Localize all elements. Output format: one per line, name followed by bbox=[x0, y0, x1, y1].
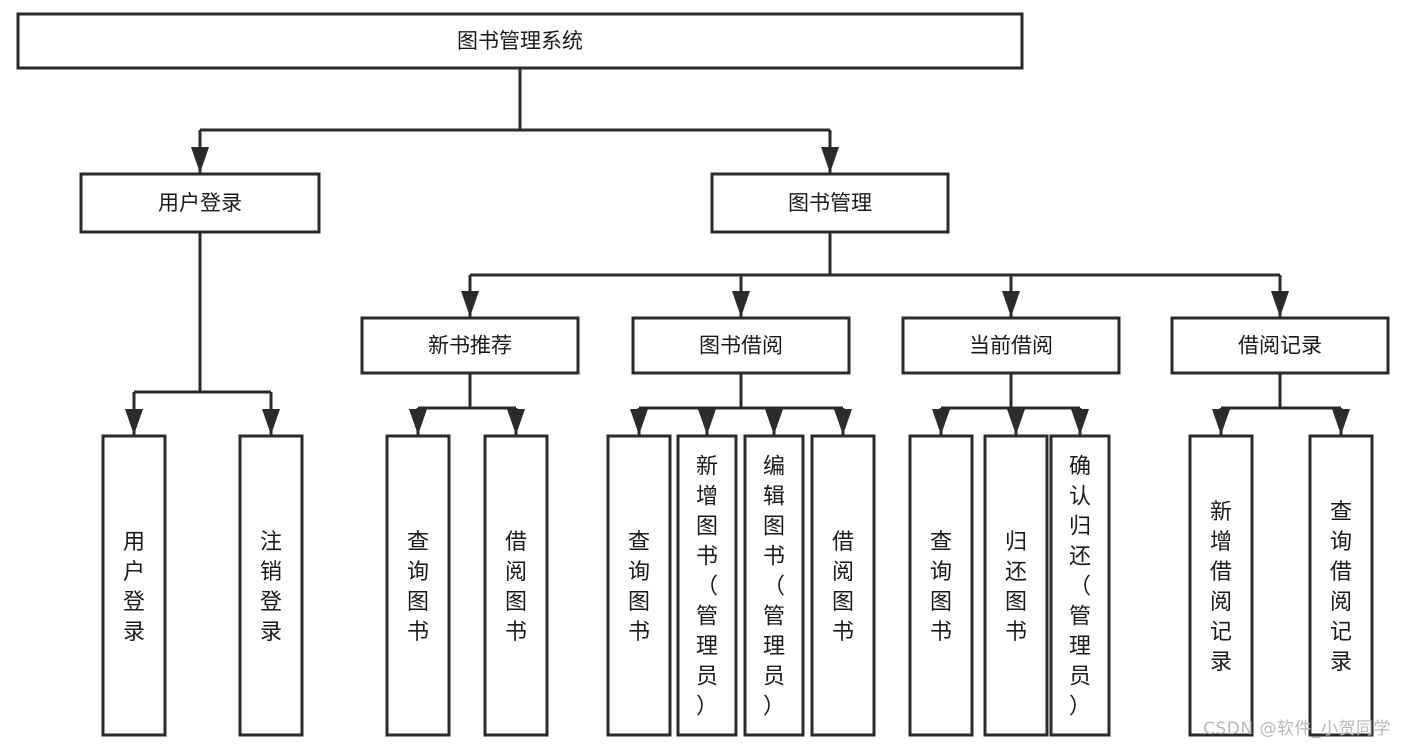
node-box-book-manage bbox=[710, 172, 950, 234]
node-label-leaf-add-book: 新增图书（管理员） bbox=[696, 454, 718, 719]
node-label-leaf-query-book-2: 查询图书 bbox=[628, 530, 650, 645]
node-label-leaf-confirm-return: 确认归还（管理员） bbox=[1069, 454, 1091, 719]
node-label-user-login: 用户登录 bbox=[158, 191, 242, 215]
node-leaf-logout[interactable]: 注销登录 bbox=[238, 434, 304, 737]
node-label-leaf-logout: 注销登录 bbox=[260, 530, 282, 645]
node-box-new-book-rec bbox=[360, 316, 580, 375]
node-label-book-borrow: 图书借阅 bbox=[699, 334, 783, 358]
node-leaf-user-login[interactable]: 用户登录 bbox=[101, 434, 167, 737]
node-box-leaf-query-record bbox=[1308, 434, 1374, 737]
node-leaf-add-book[interactable]: 新增图书（管理员） bbox=[676, 434, 738, 737]
node-book-manage[interactable]: 图书管理 bbox=[710, 172, 950, 234]
node-box-leaf-logout bbox=[238, 434, 304, 737]
node-user-login[interactable]: 用户登录 bbox=[79, 172, 321, 234]
node-label-new-book-rec: 新书推荐 bbox=[428, 334, 512, 358]
node-label-leaf-edit-book: 编辑图书（管理员） bbox=[763, 454, 785, 719]
arrow-head-icon bbox=[821, 147, 839, 173]
node-leaf-query-book-3[interactable]: 查询图书 bbox=[908, 434, 974, 737]
node-box-leaf-borrow-book-1 bbox=[483, 434, 549, 737]
node-label-leaf-return-book: 归还图书 bbox=[1005, 530, 1027, 645]
arrow-head-icon bbox=[1071, 409, 1089, 435]
arrow-head-icon bbox=[732, 291, 750, 317]
node-root[interactable]: 图书管理系统 bbox=[16, 12, 1024, 70]
node-label-leaf-query-book-3: 查询图书 bbox=[930, 530, 952, 645]
arrow-head-icon bbox=[698, 409, 716, 435]
node-leaf-borrow-book-1[interactable]: 借阅图书 bbox=[483, 434, 549, 737]
node-label-borrow-record: 借阅记录 bbox=[1238, 334, 1322, 358]
arrow-head-icon bbox=[1271, 291, 1289, 317]
arrow-head-icon bbox=[1212, 409, 1230, 435]
node-box-leaf-return-book bbox=[983, 434, 1049, 737]
node-leaf-edit-book[interactable]: 编辑图书（管理员） bbox=[743, 434, 805, 737]
node-label-current-borrow: 当前借阅 bbox=[969, 334, 1053, 358]
arrow-head-icon bbox=[932, 409, 950, 435]
arrow-head-icon bbox=[1002, 291, 1020, 317]
node-leaf-query-record[interactable]: 查询借阅记录 bbox=[1308, 434, 1374, 737]
node-box-root bbox=[16, 12, 1024, 70]
node-label-leaf-user-login: 用户登录 bbox=[123, 530, 145, 645]
arrow-head-icon bbox=[191, 147, 209, 173]
node-leaf-query-book-2[interactable]: 查询图书 bbox=[606, 434, 672, 737]
node-label-leaf-borrow-book-2: 借阅图书 bbox=[832, 530, 854, 645]
node-leaf-borrow-book-2[interactable]: 借阅图书 bbox=[810, 434, 876, 737]
arrow-head-icon bbox=[1007, 409, 1025, 435]
node-box-user-login bbox=[79, 172, 321, 234]
node-leaf-confirm-return[interactable]: 确认归还（管理员） bbox=[1049, 434, 1111, 737]
node-box-leaf-borrow-book-2 bbox=[810, 434, 876, 737]
arrow-head-icon bbox=[262, 409, 280, 435]
node-leaf-return-book[interactable]: 归还图书 bbox=[983, 434, 1049, 737]
node-box-book-borrow bbox=[631, 316, 851, 375]
node-label-leaf-query-book-1: 查询图书 bbox=[407, 530, 429, 645]
node-box-leaf-add-record bbox=[1188, 434, 1254, 737]
node-box-current-borrow bbox=[901, 316, 1121, 375]
node-box-leaf-query-book-2 bbox=[606, 434, 672, 737]
node-book-borrow[interactable]: 图书借阅 bbox=[631, 316, 851, 375]
arrow-head-icon bbox=[125, 409, 143, 435]
node-box-leaf-add-book bbox=[676, 434, 738, 737]
node-box-leaf-edit-book bbox=[743, 434, 805, 737]
arrow-head-icon bbox=[834, 409, 852, 435]
arrow-head-icon bbox=[507, 409, 525, 435]
node-label-leaf-borrow-book-1: 借阅图书 bbox=[505, 530, 527, 645]
node-box-leaf-confirm-return bbox=[1049, 434, 1111, 737]
arrow-head-icon bbox=[409, 409, 427, 435]
node-label-leaf-add-record: 新增借阅记录 bbox=[1210, 500, 1232, 675]
arrow-head-icon bbox=[461, 291, 479, 317]
node-box-borrow-record bbox=[1170, 316, 1390, 375]
node-box-leaf-query-book-3 bbox=[908, 434, 974, 737]
node-label-root: 图书管理系统 bbox=[457, 29, 583, 53]
node-label-book-manage: 图书管理 bbox=[788, 191, 872, 215]
arrow-head-icon bbox=[765, 409, 783, 435]
node-current-borrow[interactable]: 当前借阅 bbox=[901, 316, 1121, 375]
node-label-leaf-query-record: 查询借阅记录 bbox=[1330, 500, 1352, 675]
arrow-head-icon bbox=[1332, 409, 1350, 435]
node-box-leaf-query-book-1 bbox=[385, 434, 451, 737]
csdn-watermark: CSDN @软件_小贺同学 bbox=[1203, 719, 1391, 739]
arrow-head-icon bbox=[630, 409, 648, 435]
node-leaf-add-record[interactable]: 新增借阅记录 bbox=[1188, 434, 1254, 737]
node-new-book-rec[interactable]: 新书推荐 bbox=[360, 316, 580, 375]
node-box-leaf-user-login bbox=[101, 434, 167, 737]
node-leaf-query-book-1[interactable]: 查询图书 bbox=[385, 434, 451, 737]
node-borrow-record[interactable]: 借阅记录 bbox=[1170, 316, 1390, 375]
